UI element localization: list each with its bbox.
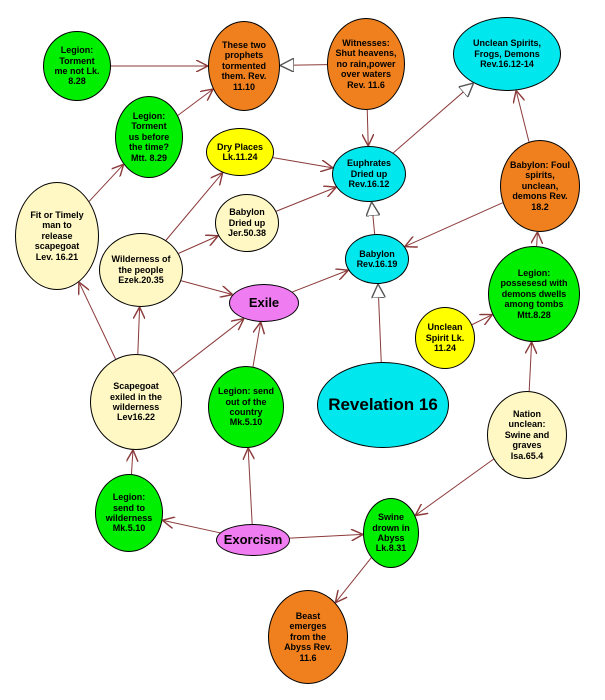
node-unclean-frogs: Unclean Spirits, Frogs, Demons Rev.16.12… — [453, 17, 561, 91]
node-legion-send-country: Legion: send out of the country Mk.5.10 — [208, 366, 284, 448]
node-scapegoat: Scapegoat exiled in the wilderness Lev16… — [90, 354, 182, 450]
edge-dry_places-to-euphrates — [272, 157, 333, 168]
node-dry-places: Dry Places Lk.11.24 — [206, 128, 274, 176]
node-two-prophets: These two prophets tormented them. Rev. … — [208, 21, 280, 111]
edge-wilderness_people-to-exile — [181, 280, 232, 295]
edge-fit_man-to-legion_torment_mtt — [88, 164, 123, 202]
node-unclean-spirit-lk: Unclean Spirit Lk. 11.24 — [415, 307, 475, 369]
node-beast-abyss: Beast emerges from the Abyss Rev. 11.6 — [268, 590, 348, 684]
node-legion-send-wilderness: Legion: send to wilderness Mk.5.10 — [95, 474, 163, 552]
node-exorcism: Exorcism — [216, 524, 290, 556]
node-babylon-jer: Babylon Dried up Jer.50.38 — [215, 194, 279, 252]
edge-babylon_rev-to-euphrates — [372, 202, 375, 235]
edge-wilderness_people-to-dry_places — [165, 173, 223, 241]
edge-witnesses-to-euphrates — [367, 109, 368, 146]
node-wilderness-people: Wilderness of the people Ezek.20.35 — [99, 233, 183, 307]
edge-swine_drown-to-beast_abyss — [335, 557, 372, 603]
node-witnesses: Witnesses: Shut heavens, no rain,power o… — [327, 18, 405, 110]
node-euphrates: Euphrates Dried up Rev.16.12 — [332, 146, 406, 202]
edge-unclean_spirit_lk-to-legion_tombs — [471, 315, 492, 325]
edge-babylon_foul-to-unclean_frogs — [516, 90, 530, 142]
node-exile: Exile — [229, 284, 299, 322]
node-fit-man: Fit or Timely man to release scapegoat L… — [15, 182, 99, 290]
edge-babylon_foul-to-babylon_rev — [405, 202, 503, 247]
node-swine-drown: Swine drown in Abyss Lk.8.31 — [363, 498, 419, 568]
edge-nation_unclean-to-legion_tombs — [529, 342, 531, 392]
edge-exorcism-to-legion_send_country — [248, 448, 252, 525]
edge-exorcism-to-legion_send_wilderness — [162, 520, 221, 534]
edge-babylon_jer-to-euphrates — [276, 187, 336, 212]
node-babylon-foul: Babylon: Foul spirits, unclean, demons R… — [500, 140, 580, 232]
edge-scapegoat-to-wilderness_people — [138, 307, 140, 355]
edge-legion_send_country-to-exile — [252, 322, 261, 367]
edge-exorcism-to-swine_drown — [289, 534, 363, 538]
edge-euphrates-to-unclean_frogs — [392, 83, 473, 154]
edge-legion_tombs-to-babylon_foul — [537, 232, 538, 247]
edge-nation_unclean-to-swine_drown — [415, 458, 494, 515]
edge-witnesses-to-two_prophets — [280, 65, 328, 66]
edge-scapegoat-to-exile — [172, 319, 244, 374]
edge-legion_send_wilderness-to-scapegoat — [131, 450, 133, 475]
node-revelation-16: Revelation 16 — [317, 362, 449, 448]
edge-legion_torment_mtt-to-two_prophets — [177, 89, 213, 116]
node-legion-torment-lk: Legion: Torment me not Lk. 8.28 — [43, 31, 111, 101]
node-legion-tombs: Legion: possesesd with demons dwells amo… — [488, 246, 580, 342]
node-babylon-rev: Babylon Rev.16.19 — [345, 234, 409, 284]
edge-exile-to-babylon_rev — [292, 270, 348, 293]
edge-revelation16-to-babylon_rev — [378, 284, 381, 363]
edge-scapegoat-to-fit_man — [79, 282, 116, 360]
node-legion-torment-mtt: Legion: Torment us before the time? Mtt.… — [115, 96, 183, 178]
edge-wilderness_people-to-babylon_jer — [178, 236, 219, 254]
node-nation-unclean: Nation unclean: Swine and graves Isa.65.… — [487, 391, 567, 479]
